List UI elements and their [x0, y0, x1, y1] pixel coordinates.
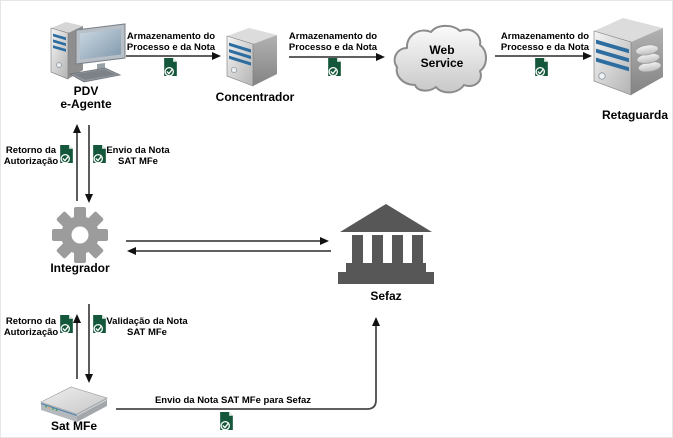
document-check-icon	[59, 145, 74, 164]
edge-label-pdv-concentrador: Armazenamento do Processo e da Nota	[126, 31, 216, 53]
server-tower-icon	[226, 28, 277, 87]
edge-label-retorno-autorizacao-2: Retorno da Autorização	[3, 316, 59, 338]
node-sat-mfe	[38, 384, 110, 424]
cloud-icon	[393, 24, 487, 94]
node-web-service-label: Web Service	[420, 43, 464, 70]
node-web-service	[390, 21, 490, 99]
node-pdv-label: PDV e-Agente	[60, 84, 112, 111]
node-integrador	[49, 204, 111, 266]
document-check-icon	[327, 58, 342, 77]
edge-label-validacao-nota-sat: Validação da Nota SAT MFe	[106, 316, 188, 338]
database-server-icon	[593, 18, 663, 96]
node-sefaz	[338, 202, 434, 287]
document-check-icon	[219, 412, 234, 431]
edge-label-envio-nota-sefaz: Envio da Nota SAT MFe para Sefaz	[154, 395, 312, 406]
node-sat-mfe-label: Sat MFe	[50, 419, 98, 433]
document-check-icon	[534, 58, 549, 77]
edge-label-webservice-retaguarda: Armazenamento do Processo e da Nota	[500, 31, 590, 53]
node-concentrador	[222, 25, 286, 89]
node-sefaz-label: Sefaz	[370, 289, 402, 303]
node-concentrador-label: Concentrador	[215, 90, 295, 104]
edge-label-envio-nota-sat: Envio da Nota SAT MFe	[106, 145, 170, 167]
edge-label-retorno-autorizacao-1: Retorno da Autorização	[3, 145, 59, 167]
document-check-icon	[92, 315, 107, 334]
document-check-icon	[163, 58, 178, 77]
node-retaguarda-label: Retaguarda	[601, 108, 669, 122]
edge-label-concentrador-webservice: Armazenamento do Processo e da Nota	[288, 31, 378, 53]
network-device-icon	[40, 386, 108, 422]
gear-icon	[52, 207, 108, 263]
node-retaguarda	[589, 14, 671, 106]
document-check-icon	[92, 145, 107, 164]
document-check-icon	[59, 315, 74, 334]
node-pdv	[43, 17, 131, 85]
bank-building-icon	[338, 204, 434, 284]
node-integrador-label: Integrador	[50, 261, 110, 275]
desktop-computer-icon	[50, 22, 126, 83]
